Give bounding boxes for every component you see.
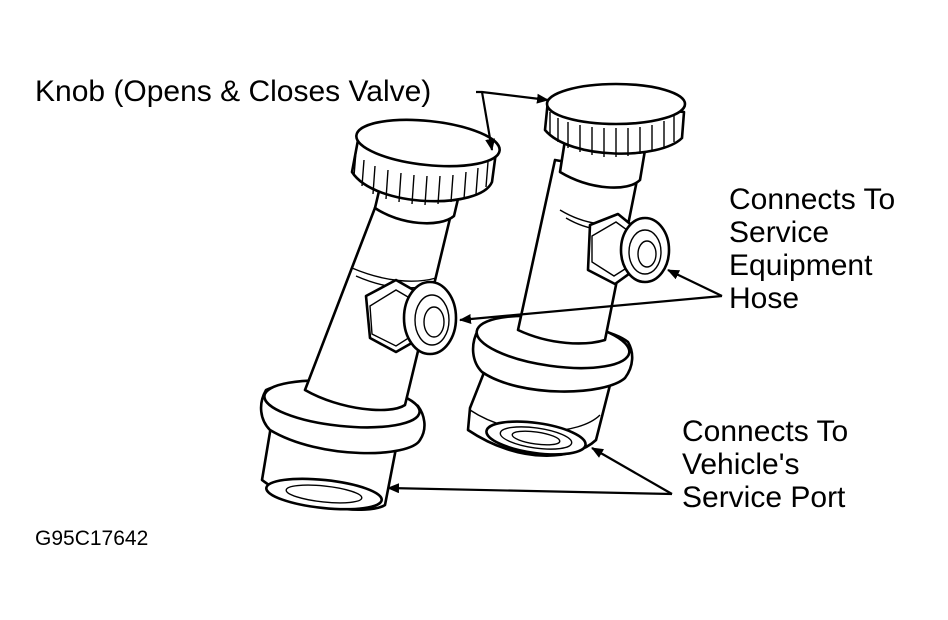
figure-code: G95C17642: [35, 527, 148, 550]
port-label-line-3: Service Port: [682, 481, 846, 514]
hose-label-line-2: Service: [729, 216, 829, 249]
hose-callout-lines: [459, 269, 723, 324]
right-valve-knob: [543, 82, 687, 157]
left-hose-fitting: [364, 278, 458, 356]
port-callout-lines: [387, 447, 673, 496]
hose-label-line-1: Connects To: [729, 183, 895, 216]
right-hose-fitting: [586, 212, 671, 286]
hose-label-line-4: Hose: [729, 282, 799, 315]
knob-callout-lines: [476, 90, 549, 151]
left-valve-knob: [350, 118, 501, 206]
port-label-line-2: Vehicle's: [682, 448, 799, 481]
hose-label-line-3: Equipment: [729, 249, 873, 282]
port-label-line-1: Connects To: [682, 415, 848, 448]
knob-label: Knob (Opens & Closes Valve): [35, 75, 431, 108]
right-service-valve: [466, 82, 687, 457]
left-service-valve: [259, 118, 501, 511]
